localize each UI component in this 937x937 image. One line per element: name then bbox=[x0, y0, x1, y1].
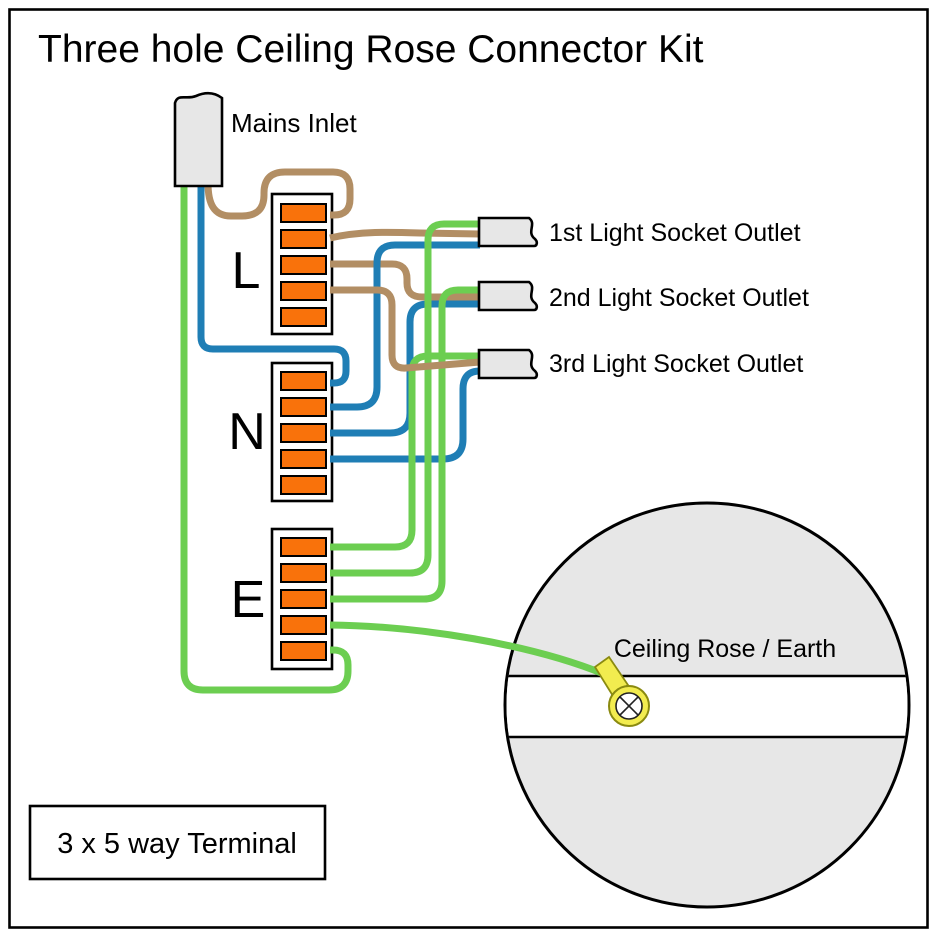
outlet-3-connector bbox=[477, 348, 539, 380]
terminal-slot bbox=[280, 589, 327, 609]
wire-live-L2-to-outlet1 bbox=[329, 228, 481, 242]
wire-earth-E1-to-outlet3 bbox=[330, 352, 480, 551]
outlet-1-label: 1st Light Socket Outlet bbox=[549, 219, 801, 247]
terminal-slot bbox=[280, 371, 327, 391]
ceiling-rose: Ceiling Rose / Earth bbox=[503, 501, 911, 909]
wire-live-mains-to-L1 bbox=[204, 168, 354, 220]
page-title: Three hole Ceiling Rose Connector Kit bbox=[38, 28, 704, 71]
outlet-3: 3rd Light Socket Outlet bbox=[477, 348, 803, 380]
legend-border bbox=[28, 804, 327, 881]
wire-neutral-N4-to-outlet3 bbox=[330, 367, 481, 463]
wire-live-L4-to-outlet3 bbox=[330, 286, 481, 372]
outlet-2: 2nd Light Socket Outlet bbox=[477, 280, 809, 312]
terminal-slot bbox=[280, 423, 327, 443]
outer-border bbox=[8, 8, 929, 929]
mains-inlet-cable bbox=[173, 91, 224, 188]
terminal-slot bbox=[280, 397, 327, 417]
terminal-block-neutral: N bbox=[228, 361, 334, 503]
legend-box: 3 x 5 way Terminal bbox=[28, 804, 327, 881]
earth-ring-terminal bbox=[593, 655, 650, 727]
terminal-slot bbox=[280, 255, 327, 275]
terminal-letter-live: L bbox=[232, 242, 261, 300]
wire-live-L3-to-outlet2 bbox=[330, 260, 480, 301]
outlet-3-label: 3rd Light Socket Outlet bbox=[549, 350, 803, 378]
outlet-2-connector bbox=[477, 280, 539, 312]
terminal-slot bbox=[280, 641, 327, 661]
ceiling-rose-band bbox=[506, 677, 908, 736]
terminal-slot bbox=[280, 307, 327, 327]
outlet-1-connector bbox=[477, 216, 539, 248]
wire-neutral-mains-to-N1 bbox=[197, 183, 350, 387]
terminal-block-earth: E bbox=[231, 527, 334, 671]
outlet-2-label: 2nd Light Socket Outlet bbox=[549, 284, 809, 312]
legend-label: 3 x 5 way Terminal bbox=[57, 828, 297, 860]
wire-neutral-N2-to-outlet1 bbox=[330, 241, 480, 411]
wire-earth-E4-to-ceiling-rose bbox=[329, 621, 606, 678]
terminal-block-live: L bbox=[232, 192, 334, 336]
mains-inlet-label: Mains Inlet bbox=[231, 108, 357, 138]
terminal-slot bbox=[280, 537, 327, 557]
terminal-letter-earth: E bbox=[231, 571, 266, 629]
screw-cross-icon bbox=[619, 696, 639, 716]
wire-earth-E2-to-outlet1 bbox=[330, 220, 480, 577]
terminal-slot bbox=[280, 203, 327, 223]
mains-inlet: Mains Inlet bbox=[173, 91, 357, 188]
terminal-slot bbox=[280, 449, 327, 469]
ceiling-rose-label: Ceiling Rose / Earth bbox=[614, 635, 836, 663]
terminal-letter-neutral: N bbox=[228, 403, 266, 461]
terminal-slot bbox=[280, 281, 327, 301]
wire-earth-E3-to-outlet2 bbox=[330, 286, 480, 603]
terminal-slot bbox=[280, 229, 327, 249]
wire-earth-mains-to-E5 bbox=[180, 183, 352, 694]
terminal-slot bbox=[280, 615, 327, 635]
ring-terminal-crimp bbox=[593, 655, 630, 698]
terminal-slot bbox=[280, 475, 327, 495]
outlet-1: 1st Light Socket Outlet bbox=[477, 216, 801, 248]
terminal-slot bbox=[280, 563, 327, 583]
